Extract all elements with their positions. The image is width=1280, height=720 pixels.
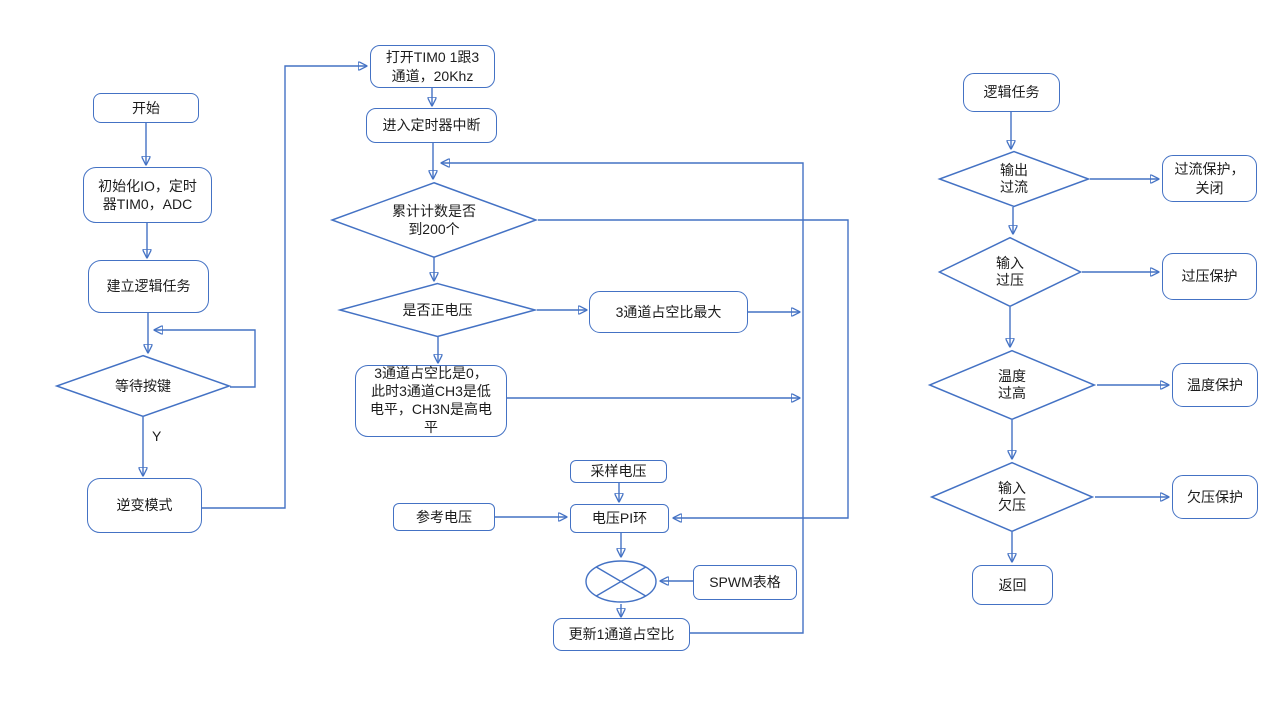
node-overcurrent-protect: 过流保护， 关闭 (1162, 155, 1257, 202)
node-ref-voltage: 参考电压 (393, 503, 495, 531)
node-inverter-mode-label: 逆变模式 (116, 497, 173, 514)
multiply-junction-icon (585, 560, 657, 603)
node-voltage-pi-loop-label: 电压PI环 (591, 510, 648, 527)
node-update-ch1-duty-label: 更新1通道占空比 (568, 626, 675, 643)
node-logic-task-label: 逻辑任务 (983, 84, 1040, 101)
node-start-label: 开始 (132, 99, 160, 116)
node-return: 返回 (972, 565, 1053, 605)
node-open-tim0: 打开TIM0 1跟3 通道，20Khz (370, 45, 495, 88)
arrow-update-loopback (442, 163, 804, 634)
decision-input-undervoltage-label: 输入 欠压 (998, 479, 1026, 514)
decision-input-overvoltage-label: 输入 过压 (996, 254, 1024, 289)
node-logic-task: 逻辑任务 (963, 73, 1060, 112)
decision-output-overcurrent-label: 输出 过流 (1000, 161, 1028, 196)
decision-wait-key-label: 等待按键 (115, 377, 171, 394)
node-sample-voltage-label: 采样电压 (590, 463, 647, 480)
node-voltage-pi-loop: 电压PI环 (570, 504, 669, 533)
node-start: 开始 (93, 93, 199, 123)
node-create-logic-task: 建立逻辑任务 (88, 260, 209, 313)
decision-positive-voltage: 是否正电压 (338, 283, 537, 337)
arrow-waitkey-loopback (155, 330, 256, 388)
node-ref-voltage-label: 参考电压 (416, 508, 472, 525)
decision-count-200: 累计计数是否 到200个 (330, 182, 538, 258)
arrow-inverter-to-opentim0 (202, 66, 366, 509)
diamond-shape (55, 355, 231, 417)
diamond-shape (938, 237, 1082, 307)
node-spwm-table: SPWM表格 (693, 565, 797, 600)
decision-input-overvoltage: 输入 过压 (938, 237, 1082, 307)
decision-positive-voltage-label: 是否正电压 (402, 301, 473, 318)
node-ch3-duty-max-label: 3通道占空比最大 (615, 303, 722, 320)
multiply-junction-shape (585, 560, 657, 603)
decision-wait-key: 等待按键 (55, 355, 231, 417)
node-update-ch1-duty: 更新1通道占空比 (553, 618, 690, 651)
decision-output-overcurrent: 输出 过流 (938, 151, 1090, 207)
diamond-shape (338, 283, 537, 337)
node-overvoltage-protect: 过压保护 (1162, 253, 1257, 300)
node-inverter-mode: 逆变模式 (87, 478, 202, 533)
node-ch3-duty-zero-label: 3通道占空比是0， 此时3通道CH3是低 电平，CH3N是高电 平 (369, 365, 493, 435)
diamond-shape (938, 151, 1090, 207)
node-enter-timer-interrupt-label: 进入定时器中断 (382, 117, 481, 134)
node-temperature-protect-label: 温度保护 (1187, 376, 1243, 393)
node-enter-timer-interrupt: 进入定时器中断 (366, 108, 497, 143)
decision-input-undervoltage: 输入 欠压 (930, 462, 1094, 532)
diamond-shape (930, 462, 1094, 532)
diamond-shape (330, 182, 538, 258)
node-return-label: 返回 (998, 576, 1027, 593)
decision-temperature-high: 温度 过高 (928, 350, 1096, 420)
node-ch3-duty-max: 3通道占空比最大 (589, 291, 748, 333)
node-sample-voltage: 采样电压 (570, 460, 667, 483)
decision-count-200-label: 累计计数是否 到200个 (392, 202, 476, 237)
node-ch3-duty-zero: 3通道占空比是0， 此时3通道CH3是低 电平，CH3N是高电 平 (355, 365, 507, 437)
node-open-tim0-label: 打开TIM0 1跟3 通道，20Khz (385, 49, 480, 84)
node-init-io: 初始化IO，定时 器TIM0，ADC (83, 167, 212, 223)
node-init-io-label: 初始化IO，定时 器TIM0，ADC (98, 177, 197, 212)
node-spwm-table-label: SPWM表格 (709, 574, 781, 591)
branch-label-yes: Y (152, 428, 162, 444)
diamond-shape (928, 350, 1096, 420)
decision-temperature-high-label: 温度 过高 (998, 367, 1026, 402)
node-temperature-protect: 温度保护 (1172, 363, 1258, 407)
node-undervoltage-protect: 欠压保护 (1172, 475, 1258, 519)
node-create-logic-task-label: 建立逻辑任务 (106, 278, 191, 295)
node-overvoltage-protect-label: 过压保护 (1181, 268, 1238, 285)
node-overcurrent-protect-label: 过流保护， 关闭 (1174, 161, 1245, 196)
arrow-count-to-piloop (538, 219, 849, 518)
node-undervoltage-protect-label: 欠压保护 (1187, 488, 1243, 505)
